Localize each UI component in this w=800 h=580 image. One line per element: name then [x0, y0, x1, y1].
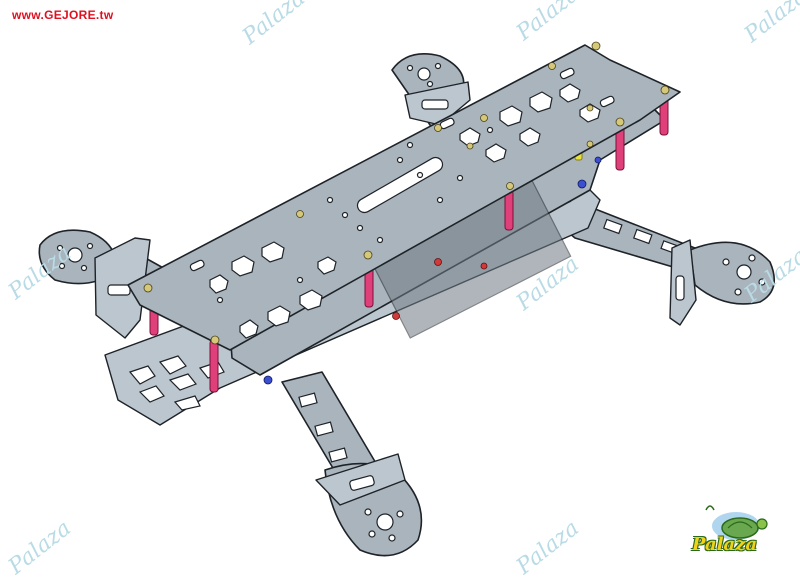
site-url: www.GEJORE.tw [12, 8, 114, 22]
motor-mount-front-left-side [38, 229, 151, 339]
motor-mount-rear-left [391, 53, 471, 126]
top-plate [127, 44, 681, 351]
logo-text: Palaza [692, 534, 758, 555]
top-plate-cutouts [189, 67, 615, 339]
motor-mount-front-left [315, 453, 423, 557]
fasteners [143, 41, 670, 385]
turtle-icon [705, 505, 768, 540]
motor-mount-rear-right [669, 239, 776, 326]
top-plate-small-holes [216, 126, 494, 304]
palaza-logo: Palaza [688, 498, 798, 570]
